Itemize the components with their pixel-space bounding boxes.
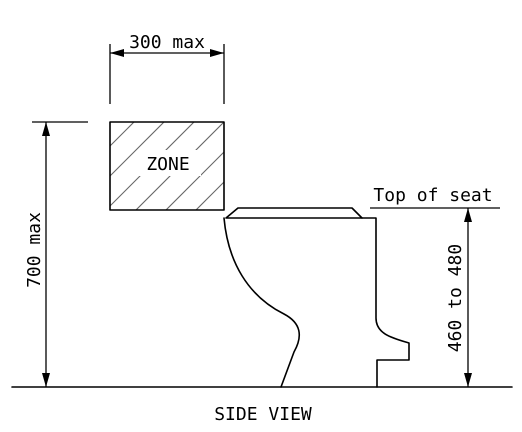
view-title: SIDE VIEW (214, 404, 312, 425)
zone-width-label: 300 max (129, 32, 205, 53)
zone-height-label: 700 max (24, 212, 45, 288)
zone-height-dimension: 700 max (24, 121, 88, 387)
seat-height-dimension: 460 to 480 (445, 208, 472, 387)
seat-label: Top of seat (373, 185, 492, 206)
seat-height-label: 460 to 480 (445, 244, 466, 352)
zone-box: ZONE (109, 121, 225, 211)
toilet-bowl (223, 217, 301, 388)
toilet-back (361, 217, 410, 388)
zone-label-backdrop (137, 150, 201, 176)
toilet-seat (225, 207, 363, 219)
seat-reference: Top of seat (370, 185, 500, 209)
zone-label: ZONE (146, 154, 189, 175)
toilet-outline (223, 207, 410, 388)
zone-width-dimension: 300 max (109, 32, 225, 104)
